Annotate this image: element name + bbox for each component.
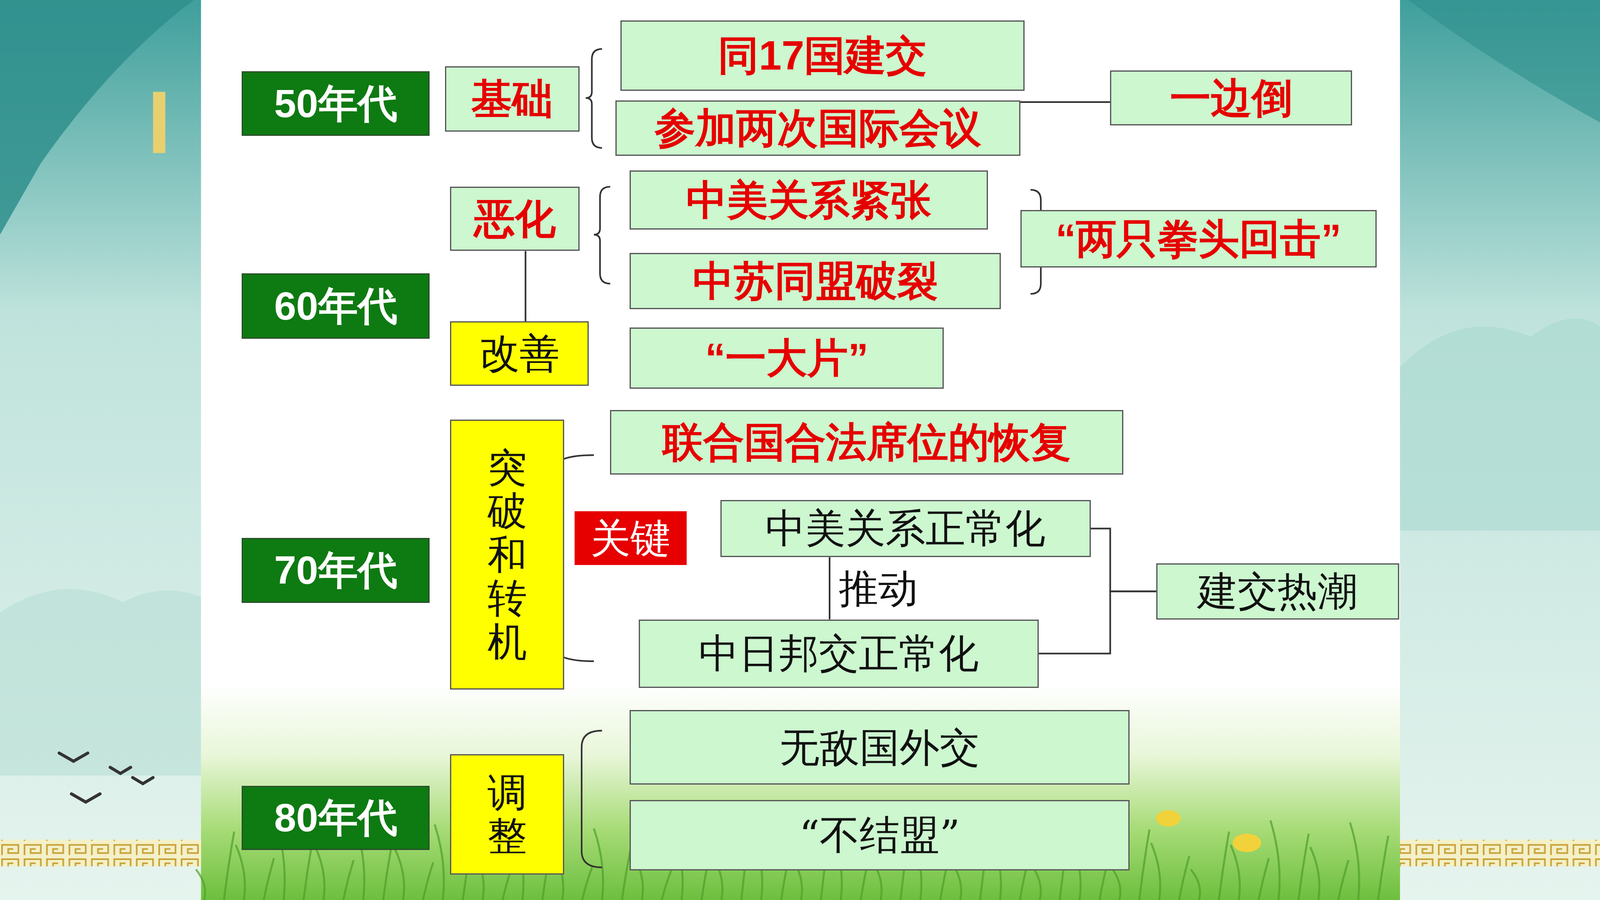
- box-text: 突破和转机: [487, 445, 528, 664]
- decade-box: 60年代: [241, 273, 430, 339]
- box-text: 50年代: [274, 80, 398, 127]
- box-text: 参加两次国际会议: [654, 104, 982, 152]
- policy-box: “不结盟”: [629, 800, 1130, 871]
- box-text: 关键: [590, 515, 671, 562]
- stage-box: 恶化: [450, 186, 580, 251]
- box-text: 中日邦交正常化: [698, 630, 979, 677]
- box-text: 基础: [471, 75, 553, 123]
- event-box: 联合国合法席位的恢复: [610, 410, 1124, 475]
- policy-box: “一大片”: [629, 327, 944, 389]
- box-text: “一大片”: [705, 334, 869, 382]
- event-box: 中美关系紧张: [629, 170, 988, 230]
- connector-line: [1020, 101, 1111, 103]
- event-box: 中苏同盟破裂: [629, 252, 1001, 310]
- policy-box: 无敌国外交: [629, 710, 1130, 785]
- policy-box: 一边倒: [1110, 70, 1352, 126]
- decade-box: 50年代: [241, 71, 430, 136]
- box-text: 70年代: [274, 547, 398, 593]
- stage-box: 基础: [445, 66, 580, 132]
- connector-line: [1090, 528, 1157, 592]
- key-tag: 关键: [573, 510, 688, 567]
- connector-line: [524, 250, 527, 322]
- box-text: 同17国建交: [717, 32, 927, 80]
- decade-box: 80年代: [241, 785, 430, 850]
- box-text: 恶化: [474, 195, 556, 243]
- box-text: 中苏同盟破裂: [692, 257, 938, 305]
- box-text: 80年代: [274, 795, 398, 841]
- box-text: 无敌国外交: [779, 724, 980, 771]
- box-text: 中美关系紧张: [686, 176, 932, 224]
- policy-box: “两只拳头回击”: [1020, 210, 1377, 268]
- event-box: 中日邦交正常化: [638, 619, 1039, 688]
- box-text: 调整: [487, 770, 528, 858]
- box-text: 60年代: [274, 283, 398, 329]
- box-text: 一边倒: [1170, 74, 1293, 122]
- box-text: “两只拳头回击”: [1055, 215, 1342, 263]
- decade-box: 70年代: [241, 537, 430, 604]
- stage-box: 突破和转机: [450, 419, 565, 690]
- box-text: 建交热潮: [1197, 568, 1358, 615]
- stage-box: 调整: [450, 754, 565, 875]
- box-text: 联合国合法席位的恢复: [662, 418, 1071, 466]
- event-box: 同17国建交: [620, 20, 1025, 91]
- box-text: 改善: [479, 330, 560, 377]
- event-box: 参加两次国际会议: [615, 100, 1021, 156]
- stage-box: 改善: [450, 321, 589, 386]
- edge-label: 推动: [838, 566, 918, 611]
- box-text: 中美关系正常化: [765, 505, 1046, 552]
- event-box: 中美关系正常化: [720, 500, 1091, 558]
- box-text: “不结盟”: [799, 812, 960, 858]
- connector-line: [1038, 591, 1157, 654]
- connector-line: [828, 557, 831, 620]
- result-box: 建交热潮: [1156, 563, 1400, 620]
